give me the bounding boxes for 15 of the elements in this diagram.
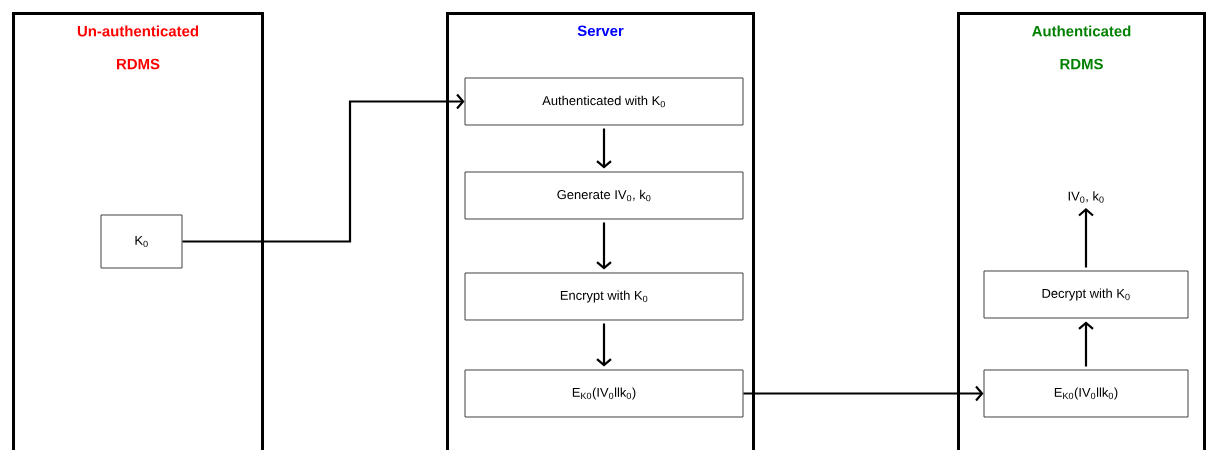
key-box: K$_{0}$	[100, 214, 183, 269]
process-box: E$_{K0}$(IV$_{0}$llk$_{0}$)	[983, 369, 1189, 418]
process-box: Generate IV$_{0}$, k$_{0}$	[464, 171, 744, 220]
arrow	[596, 128, 612, 169]
output-text: IV$_{0}$, k$_{0}$	[1068, 191, 1104, 203]
arrow	[743, 385, 984, 402]
arrow	[1078, 208, 1094, 268]
process-box: Decrypt with K$_{0}$	[983, 270, 1189, 319]
process-box: Authenticated with K$_{0}$	[464, 77, 744, 126]
arrow	[596, 323, 612, 367]
process-box: Encrypt with K$_{0}$	[464, 272, 744, 321]
process-box: E$_{K0}$(IV$_{0}$llk$_{0}$)	[464, 369, 744, 418]
arrow	[1078, 321, 1094, 367]
arrow	[182, 93, 465, 243]
arrow	[596, 222, 612, 270]
